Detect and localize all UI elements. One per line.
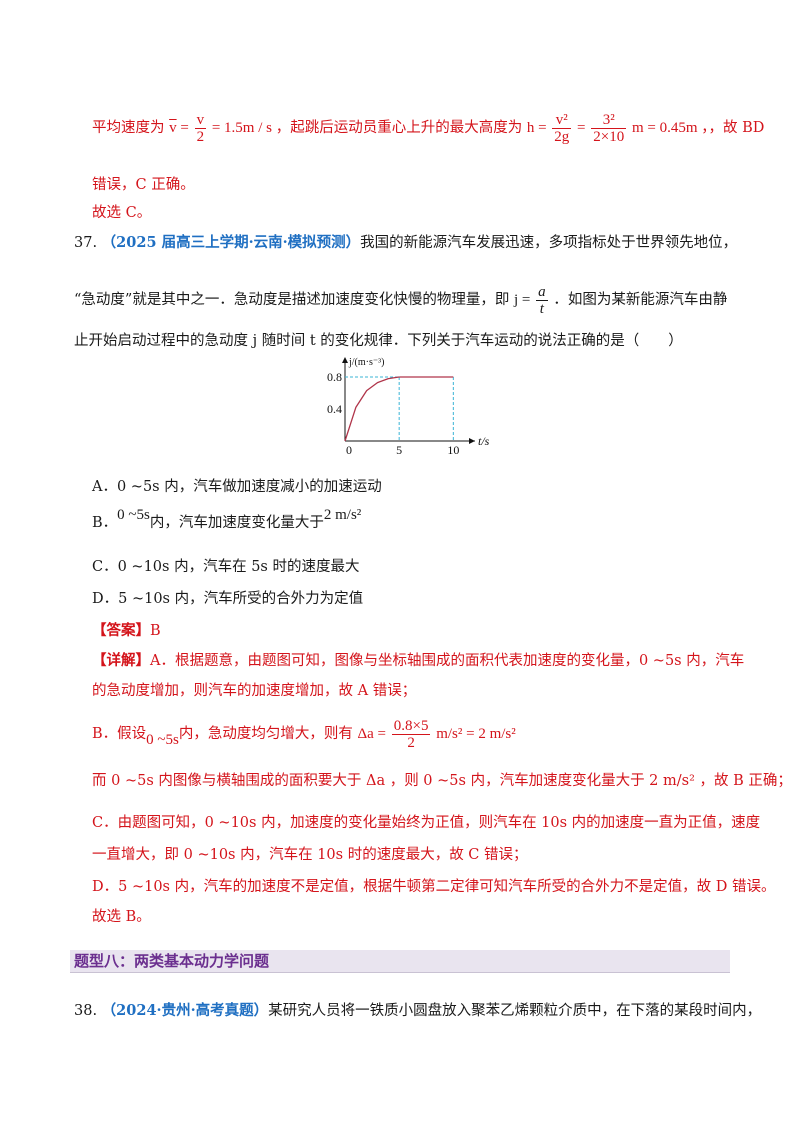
x-tick-label: 5 (396, 443, 402, 456)
height-fraction-1: v² 2g (552, 112, 572, 145)
jerk-fraction: a t (536, 284, 548, 317)
y-tick-label: 0.8 (327, 370, 342, 384)
jerk-time-chart: 0 5 10 0.4 0.8 t/s j/(m·s⁻³) (327, 357, 490, 456)
explain-label: 【详解】 (92, 652, 150, 669)
explain-line-1: 【详解】A．根据题意，由题图可知，图像与坐标轴围成的面积代表加速度的变化量，0 … (92, 650, 744, 672)
option-b: B．0 ~5s内，汽车加速度变化量大于2 m/s² (92, 507, 361, 534)
question-text: “急动度”就是其中之一．急动度是描述加速度变化快慢的物理量，即 (74, 291, 510, 308)
fraction-numerator: 3² (591, 112, 627, 129)
fraction-denominator: 2×10 (593, 129, 625, 145)
question-text: 我国的新能源汽车发展迅速，多项指标处于世界领先地位， (360, 235, 738, 251)
explain-text: A．根据题意，由题图可知，图像与坐标轴围成的面积代表加速度的变化量，0 ~5s … (150, 653, 745, 669)
x-axis-label: t/s (478, 434, 490, 448)
height-fraction-2: 3² 2×10 (591, 112, 627, 145)
series-line-0 (344, 376, 400, 442)
answer-line: 【答案】B (92, 620, 161, 642)
avg-speed-label: 平均速度为 (92, 119, 165, 136)
option-b-range: 0 ~5s (117, 507, 150, 523)
option-b-value: 2 m/s² (323, 507, 362, 523)
y-axis-arrow (342, 357, 348, 363)
y-tick-label: 0.4 (327, 402, 342, 416)
question-number: 37. (74, 235, 98, 251)
explain-line-7: D．5 ~10s 内，汽车的加速度不是定值，根据牛顿第二定律可知汽车所受的合外力… (92, 879, 776, 895)
y-axis-label: j/(m·s⁻³) (348, 357, 385, 368)
explain-line-4: 而 0 ~5s 内图像与横轴围成的面积要大于 Δa ，则 0 ~5s 内，汽车加… (92, 773, 792, 789)
height-formula: h = v² 2g = 3² 2×10 m = 0.45m (526, 112, 698, 145)
x-tick-label: 10 (447, 443, 459, 456)
height-lhs: h = (526, 119, 547, 136)
formula-lhs: j = (513, 291, 531, 308)
option-c: C．0 ~10s 内，汽车在 5s 时的速度最大 (92, 559, 360, 575)
avg-speed-result: = 1.5m / s (211, 119, 272, 136)
fraction-numerator: a (536, 284, 548, 301)
conclusion-line: 错误，C 正确。 (92, 177, 195, 193)
fraction-denominator: t (539, 301, 544, 317)
answer-label: 【答案】 (92, 622, 150, 639)
avg-speed-line: 平均速度为 v = v 2 = 1.5m / s ，起跳后运动员重心上升的最大高… (92, 112, 764, 145)
question-source: （2025 届高三上学期·云南·模拟预测） (101, 234, 361, 251)
question-37-line-3: 止开始启动过程中的急动度 j 随时间 t 的变化规律．下列关于汽车运动的说法正确… (74, 333, 683, 349)
jerk-formula: j = a t (513, 284, 553, 317)
question-number: 38. (74, 1003, 98, 1019)
fraction-numerator: v² (552, 112, 572, 129)
conclusion-tail: ，，故 BD (701, 119, 765, 136)
x-axis-arrow (469, 438, 475, 444)
question-37-line-2: “急动度”就是其中之一．急动度是描述加速度变化快慢的物理量，即 j = a t … (74, 284, 727, 317)
question-source: （2024·贵州·高考真题） (101, 1002, 269, 1019)
explain-text: B．假设 (92, 725, 147, 742)
explain-line-6: 一直增大，即 0 ~10s 内，汽车在 10s 时的速度最大，故 C 错误； (92, 847, 528, 863)
choice-line: 故选 C。 (92, 205, 152, 221)
delta-a-fraction: 0.8×5 2 (391, 718, 431, 751)
section-title: 题型八：两类基本动力学问题 (74, 952, 270, 970)
section-header: 题型八：两类基本动力学问题 (70, 950, 730, 973)
delta-a-formula: Δa = 0.8×5 2 m/s² = 2 m/s² (357, 718, 516, 751)
explain-line-3: B．假设0 ~5s内，急动度均匀增大，则有 Δa = 0.8×5 2 m/s² … (92, 718, 516, 751)
option-b-letter: B． (92, 515, 118, 531)
height-label: ，起跳后运动员重心上升的最大高度为 (275, 119, 523, 136)
avg-speed-symbol: v (169, 119, 177, 136)
avg-speed-fraction: v 2 (194, 112, 207, 145)
fraction-denominator: 2 (407, 735, 415, 751)
explain-line-8: 故选 B。 (92, 909, 151, 925)
fraction-numerator: 0.8×5 (391, 718, 431, 735)
explain-line-2: 的急动度增加，则汽车的加速度增加，故 A 错误； (92, 683, 417, 699)
formula-lhs: Δa = (357, 725, 386, 742)
explain-text: 内，急动度均匀增大，则有 (178, 725, 353, 742)
option-d: D．5 ~10s 内，汽车所受的合外力为定值 (92, 591, 364, 607)
explain-line-5: C．由题图可知，0 ~10s 内，加速度的变化量始终为正值，则汽车在 10s 内… (92, 815, 761, 831)
option-b-text: 内，汽车加速度变化量大于 (149, 515, 324, 531)
formula-rhs: m/s² = 2 m/s² (436, 725, 516, 742)
height-result: m = 0.45m (631, 119, 698, 136)
fraction-denominator: 2g (554, 129, 570, 145)
question-text: 某研究人员将一铁质小圆盘放入聚苯乙烯颗粒介质中，在下落的某段时间内， (268, 1003, 762, 1019)
x-tick-label: 0 (346, 443, 352, 456)
question-37-header: 37. （2025 届高三上学期·云南·模拟预测）我国的新能源汽车发展迅速，多项… (74, 232, 737, 254)
fraction-denominator: 2 (196, 129, 205, 145)
fraction-numerator: v (194, 112, 207, 129)
answer-value: B (150, 623, 161, 639)
explain-range: 0 ~5s (146, 731, 179, 748)
avg-speed-formula: v = v 2 = 1.5m / s (169, 112, 272, 145)
question-text: ．如图为某新能源汽车由静 (553, 291, 728, 308)
question-38-header: 38. （2024·贵州·高考真题）某研究人员将一铁质小圆盘放入聚苯乙烯颗粒介质… (74, 1000, 761, 1022)
option-a: A．0 ~5s 内，汽车做加速度减小的加速运动 (92, 479, 382, 495)
